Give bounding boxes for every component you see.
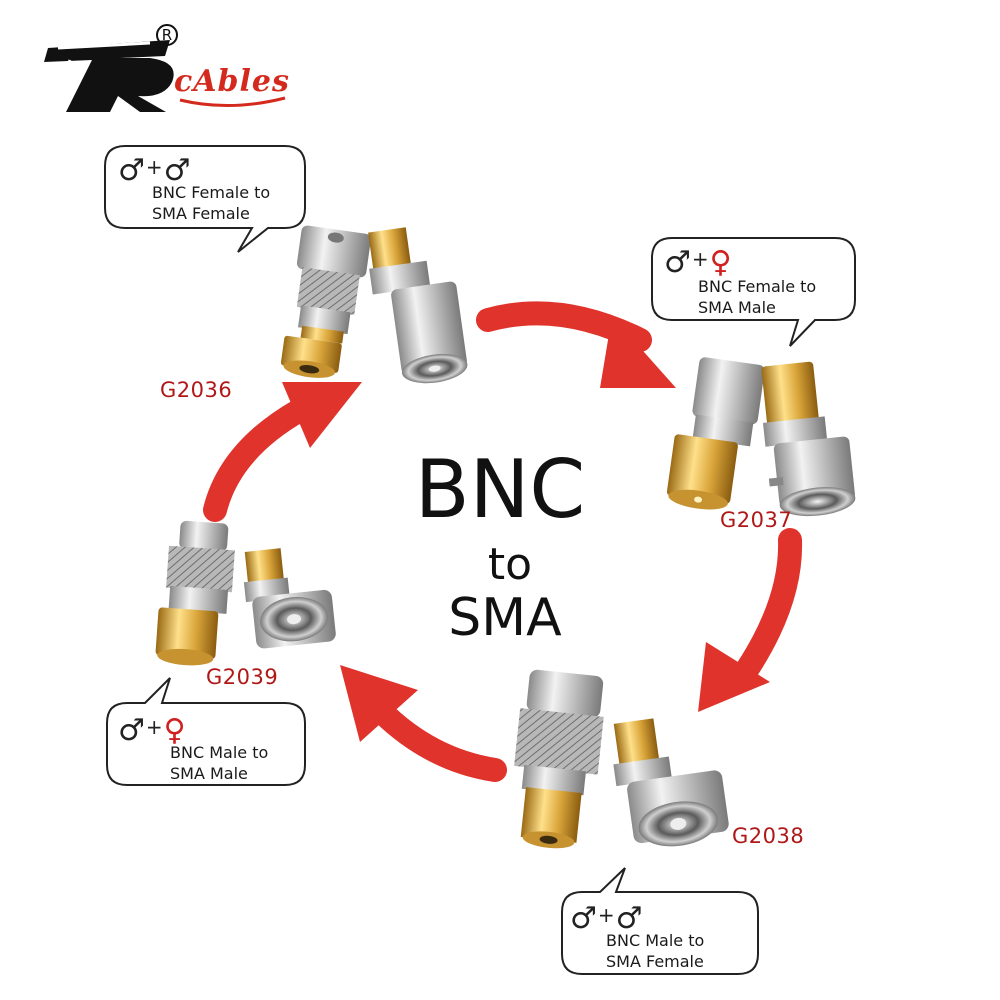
adapter-g2036 — [280, 225, 468, 384]
adapter-g2036-right — [368, 227, 468, 384]
callout-g2038 — [561, 867, 759, 975]
male-symbol-icon: ♂ — [615, 901, 643, 936]
male-symbol-icon: ♂ — [664, 245, 691, 280]
cycle-arrows — [203, 301, 803, 782]
desc-g2039: BNC Male to SMA Male — [170, 742, 268, 784]
callout-g2036 — [104, 145, 306, 253]
desc-line1: BNC Female to — [698, 277, 817, 296]
plus-sign: + — [691, 247, 709, 271]
symbols-g2039: ♂+♀ — [118, 712, 186, 746]
adapter-g2038-left — [514, 669, 604, 849]
male-symbol-icon: ♂ — [163, 153, 191, 188]
arrow-bottom-left — [340, 665, 507, 782]
plus-sign: + — [145, 715, 163, 739]
plus-sign: + — [145, 155, 163, 179]
adapter-g2039-left — [155, 520, 235, 666]
symbols-g2036: ♂+♂ — [118, 152, 191, 186]
male-symbol-icon: ♂ — [118, 153, 145, 188]
adapter-g2037-left — [666, 357, 765, 510]
callout-g2037 — [651, 237, 856, 347]
male-symbol-icon: ♂ — [570, 901, 597, 936]
desc-line1: BNC Male to — [606, 931, 705, 950]
female-symbol-icon: ♀ — [709, 245, 732, 280]
adapter-g2036-left — [280, 225, 371, 378]
plus-sign: + — [597, 903, 615, 927]
brand-logo — [44, 40, 286, 112]
adapter-g2037-right — [761, 361, 856, 517]
registered-mark: R — [156, 24, 178, 46]
symbols-g2038: ♂+♂ — [570, 900, 643, 934]
desc-line2: SMA Male — [170, 764, 248, 783]
code-g2037: G2037 — [720, 508, 793, 532]
code-g2038: G2038 — [732, 824, 805, 848]
desc-line2: SMA Male — [698, 298, 776, 317]
symbols-g2037: ♂+♀ — [664, 244, 732, 278]
arrow-right-down — [698, 528, 803, 712]
adapter-g2039-right — [243, 548, 336, 649]
desc-g2038: BNC Male to SMA Female — [606, 930, 704, 972]
female-symbol-icon: ♀ — [163, 713, 186, 748]
adapter-g2038 — [514, 669, 729, 849]
adapter-g2039 — [155, 520, 336, 666]
code-g2036: G2036 — [160, 378, 233, 402]
desc-line2: SMA Female — [152, 204, 250, 223]
desc-line2: SMA Female — [606, 952, 704, 971]
title-to: to — [487, 539, 533, 590]
brand-name: cAbles — [174, 64, 290, 99]
adapter-g2037 — [666, 357, 856, 517]
male-symbol-icon: ♂ — [118, 713, 145, 748]
desc-line1: BNC Male to — [170, 743, 269, 762]
title-bnc: BNC — [414, 443, 586, 536]
title-sma: SMA — [448, 588, 562, 648]
callout-g2039 — [106, 677, 306, 786]
arrow-top-right — [476, 301, 676, 388]
desc-line1: BNC Female to — [152, 183, 271, 202]
desc-g2036: BNC Female to SMA Female — [152, 182, 270, 224]
code-g2039: G2039 — [206, 665, 279, 689]
adapter-g2038-right — [613, 718, 729, 847]
desc-g2037: BNC Female to SMA Male — [698, 276, 816, 318]
arrow-left-up — [203, 382, 362, 522]
